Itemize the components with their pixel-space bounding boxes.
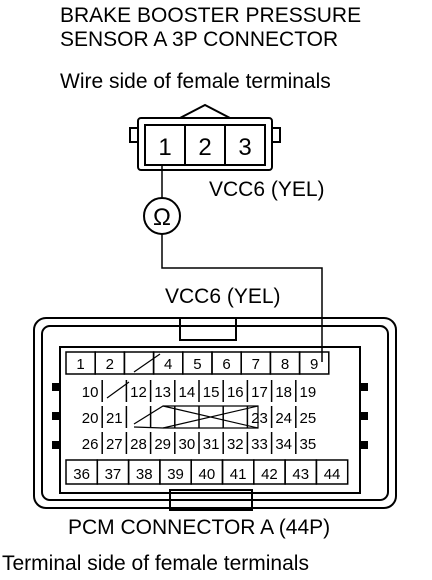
- pcm-terminal-41: 41: [230, 466, 247, 483]
- pcm-terminal-37: 37: [105, 466, 122, 483]
- pcm-terminal-23: 23: [251, 410, 268, 427]
- pcm-connector-title: PCM CONNECTOR A (44P): [68, 516, 331, 539]
- pcm-terminal-grid: [65, 351, 349, 485]
- pcm-terminal-10: 10: [82, 384, 99, 401]
- pcm-terminal-7: 7: [252, 356, 260, 373]
- pcm-terminal-19: 19: [300, 384, 317, 401]
- pcm-terminal-9: 9: [310, 356, 318, 373]
- sensor-pin-2: 2: [198, 134, 211, 161]
- pcm-terminal-31: 31: [203, 436, 220, 453]
- pcm-terminal-21: 21: [106, 410, 123, 427]
- pcm-terminal-35: 35: [300, 436, 317, 453]
- pcm-terminal-29: 29: [154, 436, 171, 453]
- pcm-terminal-2: 2: [106, 356, 114, 373]
- wire-label-upper: VCC6 (YEL): [209, 178, 325, 201]
- pcm-terminal-40: 40: [199, 466, 216, 483]
- pcm-terminal-12: 12: [130, 384, 147, 401]
- pcm-terminal-33: 33: [251, 436, 268, 453]
- title-line-2: SENSOR A 3P CONNECTOR: [60, 28, 339, 51]
- pcm-terminal-16: 16: [227, 384, 244, 401]
- pcm-terminal-20: 20: [82, 410, 99, 427]
- pcm-unused-positions: [106, 353, 259, 429]
- pcm-terminal-36: 36: [73, 466, 90, 483]
- sensor-pin-1: 1: [158, 134, 171, 161]
- pcm-terminal-13: 13: [154, 384, 171, 401]
- pcm-terminal-28: 28: [130, 436, 147, 453]
- pcm-terminal-38: 38: [136, 466, 153, 483]
- pcm-terminal-39: 39: [167, 466, 184, 483]
- pcm-terminal-43: 43: [292, 466, 309, 483]
- pcm-cell: [298, 351, 330, 375]
- pcm-side-keys: [52, 383, 368, 449]
- pcm-terminal-27: 27: [106, 436, 123, 453]
- pcm-terminal-24: 24: [275, 410, 292, 427]
- pcm-terminal-30: 30: [179, 436, 196, 453]
- pcm-terminal-26: 26: [82, 436, 99, 453]
- pcm-terminal-34: 34: [275, 436, 292, 453]
- pcm-cell: [315, 459, 349, 485]
- title-line-1: BRAKE BOOSTER PRESSURE: [60, 4, 362, 27]
- sensor-pin-3: 3: [238, 134, 251, 161]
- pcm-terminal-4: 4: [164, 356, 172, 373]
- pcm-terminal-32: 32: [227, 436, 244, 453]
- pcm-terminal-17: 17: [251, 384, 268, 401]
- pcm-view-label: Terminal side of female terminals: [2, 552, 309, 575]
- wire-label-lower: VCC6 (YEL): [165, 285, 281, 308]
- pcm-terminal-15: 15: [203, 384, 220, 401]
- sensor-connector: [129, 103, 281, 171]
- pcm-terminal-44: 44: [324, 466, 341, 483]
- pcm-terminal-6: 6: [222, 356, 230, 373]
- pcm-terminal-1: 1: [76, 356, 84, 373]
- pcm-terminal-42: 42: [261, 466, 278, 483]
- sensor-view-label: Wire side of female terminals: [60, 70, 331, 93]
- probe-wire-lower: [161, 234, 323, 362]
- pcm-terminal-25: 25: [300, 410, 317, 427]
- pcm-terminal-18: 18: [275, 384, 292, 401]
- ohm-symbol: Ω: [153, 204, 171, 231]
- pcm-terminal-8: 8: [281, 356, 289, 373]
- pcm-terminal-5: 5: [193, 356, 201, 373]
- pcm-terminal-14: 14: [179, 384, 196, 401]
- pcm-cell: [123, 351, 155, 375]
